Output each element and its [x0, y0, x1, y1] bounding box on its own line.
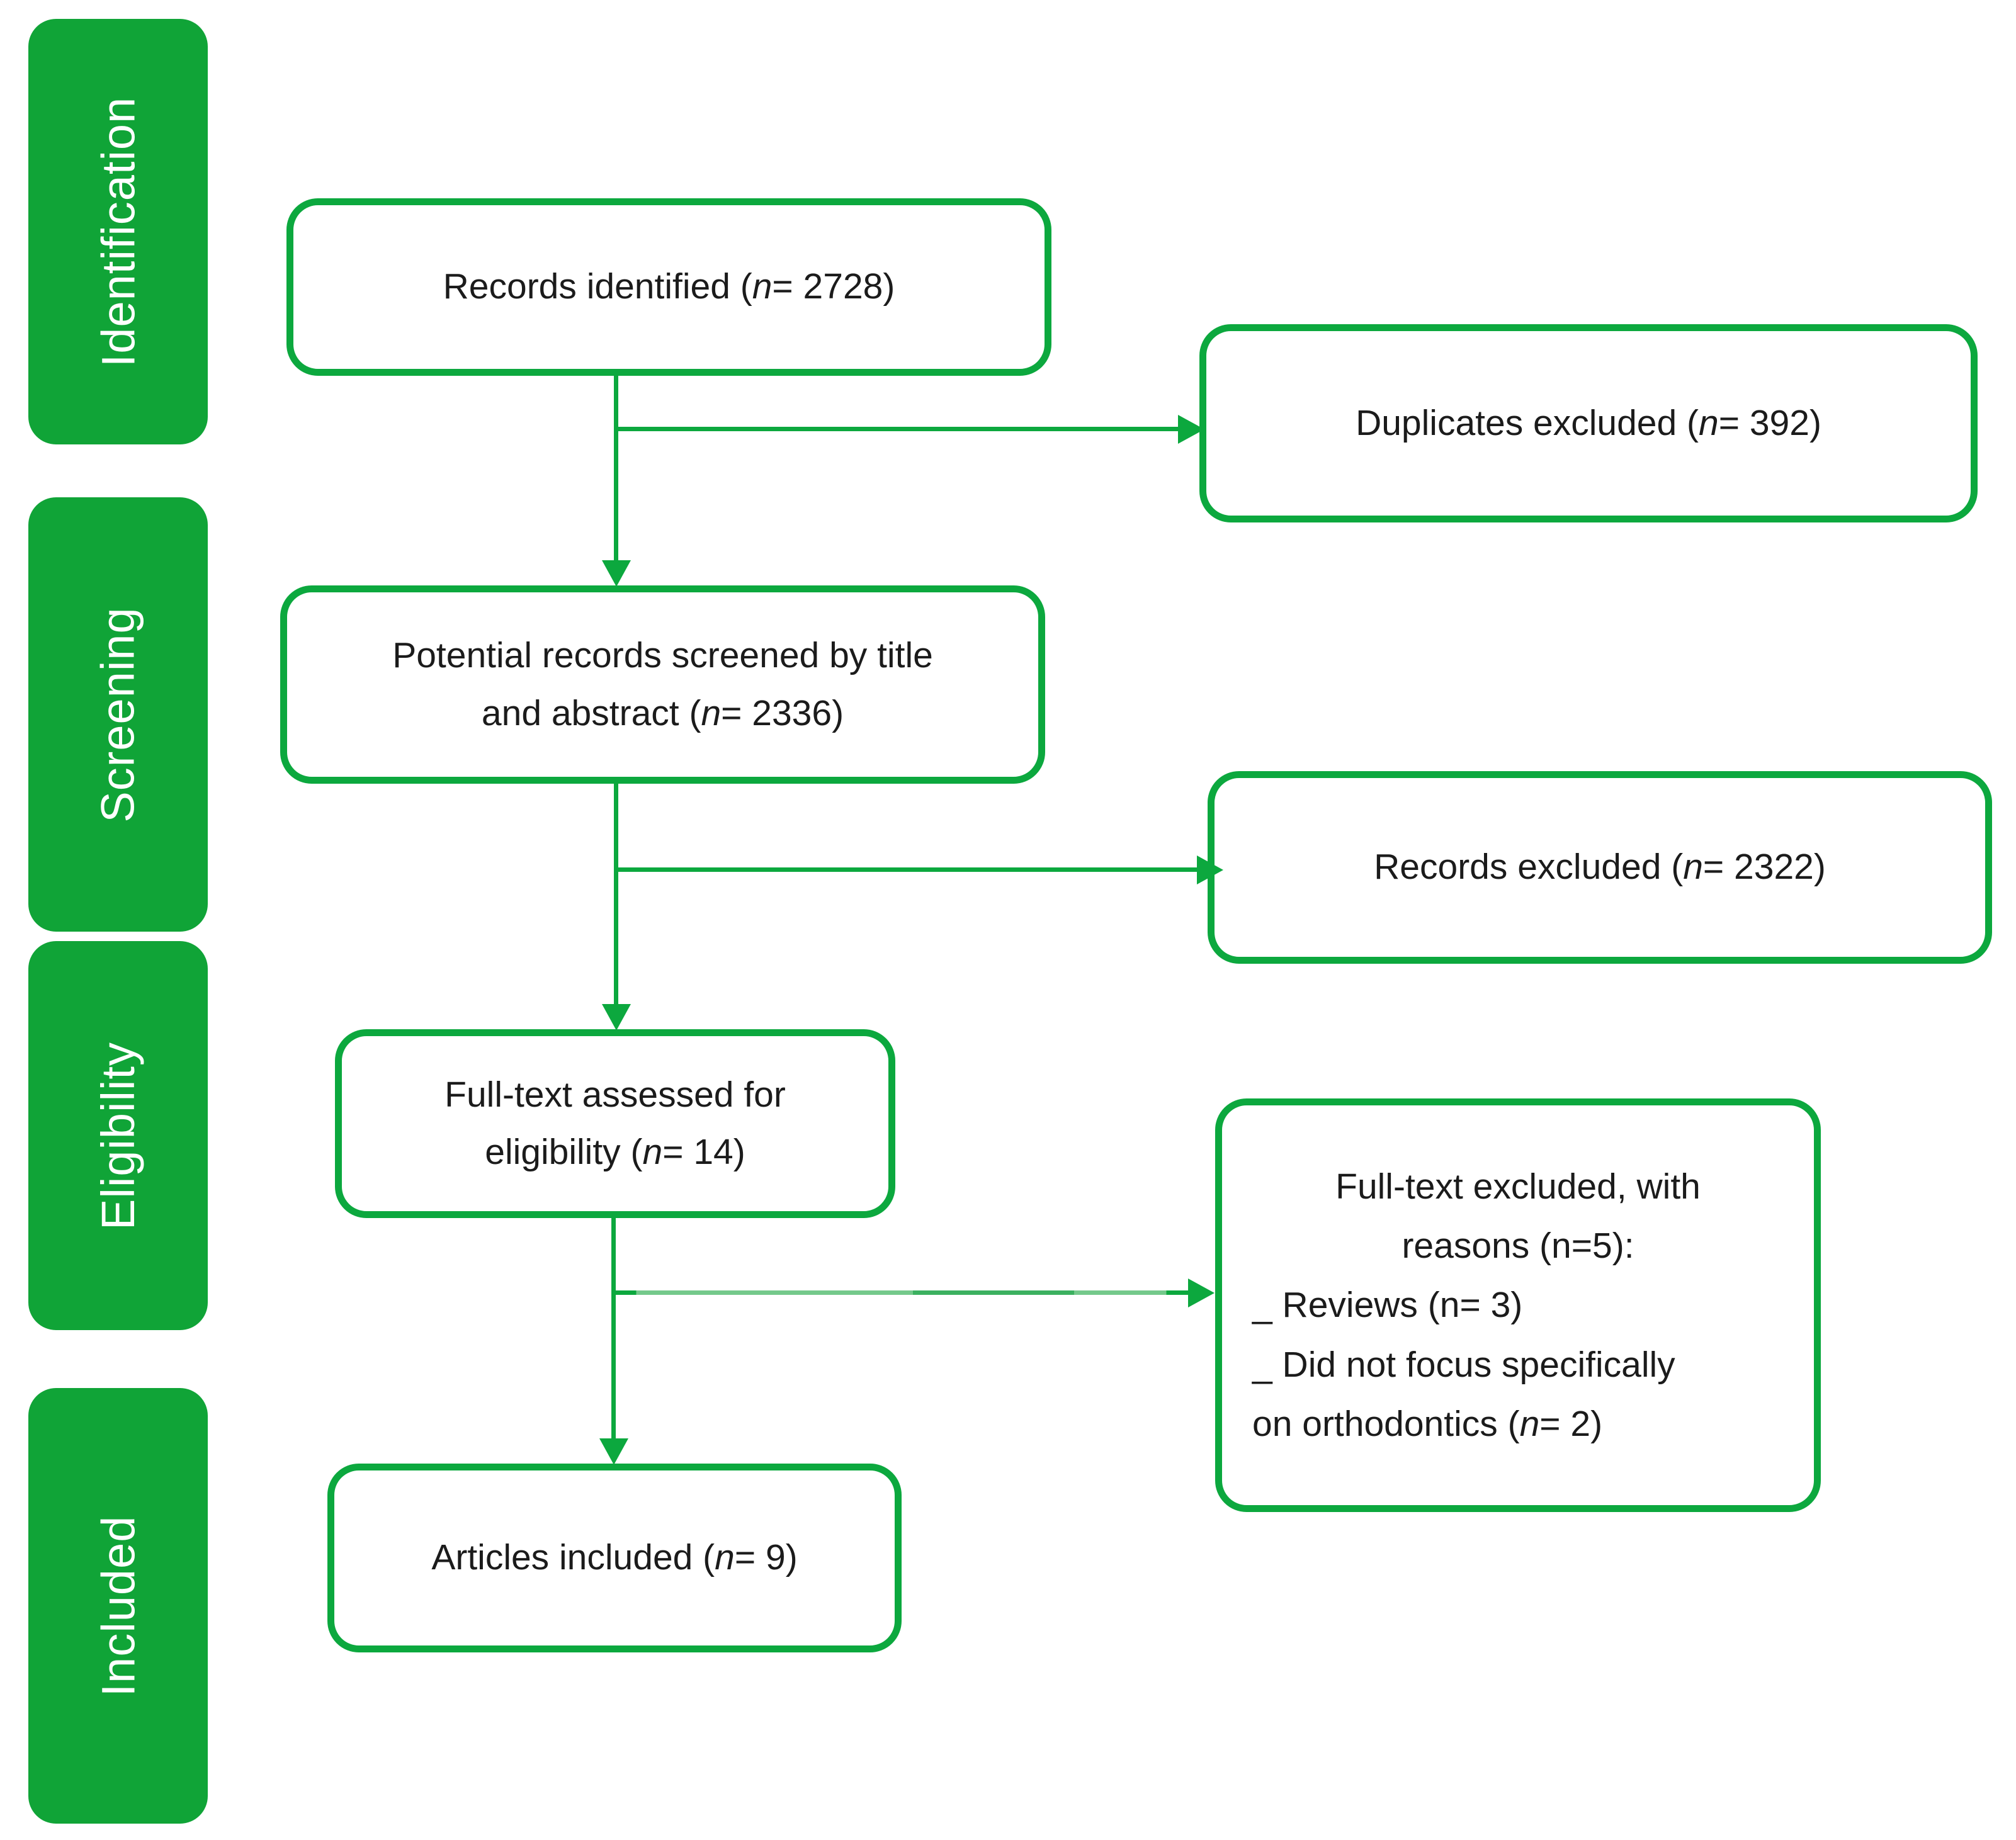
box-fulltext-excluded-line5: on orthodontics (n= 2) — [1252, 1403, 1603, 1444]
box-records-screened: Potential records screened by title and … — [280, 585, 1045, 784]
box-fulltext-excluded: Full-text excluded, with reasons (n=5): … — [1215, 1098, 1821, 1512]
stage-screening-label: Screening — [92, 606, 144, 823]
stage-included: Included — [28, 1388, 208, 1824]
box-records-screened-line1: Potential records screened by title — [392, 635, 933, 676]
arrow-down-into-articles-included — [599, 1438, 628, 1465]
stage-included-label: Included — [92, 1515, 144, 1696]
connector-to-records-excluded-line — [616, 867, 1198, 872]
box-records-excluded-text: Records excluded (n= 2322) — [1374, 847, 1826, 888]
box-records-identified-text: Records identified (n= 2728) — [443, 266, 895, 307]
arrow-right-into-records-excluded — [1197, 855, 1223, 884]
box-duplicates-excluded-text: Duplicates excluded (n= 392) — [1356, 402, 1821, 443]
arrow-down-into-records-screened — [602, 560, 631, 587]
box-fulltext-assessed-line2: eligibility (n= 14) — [485, 1132, 745, 1172]
box-fulltext-excluded-line3: _ Reviews (n= 3) — [1252, 1285, 1523, 1326]
arrow-right-into-fulltext-excluded — [1188, 1278, 1215, 1307]
arrow-right-into-duplicates-excluded — [1178, 415, 1204, 444]
box-fulltext-assessed: Full-text assessed for eligibility (n= 1… — [335, 1029, 895, 1218]
box-fulltext-excluded-line1: Full-text excluded, with — [1335, 1166, 1701, 1207]
box-records-screened-line2: and abstract (n= 2336) — [481, 692, 844, 733]
connector-to-fulltext-excluded-line — [613, 1290, 1189, 1295]
box-records-identified: Records identified (n= 2728) — [286, 198, 1051, 376]
box-duplicates-excluded: Duplicates excluded (n= 392) — [1199, 324, 1978, 522]
box-records-excluded: Records excluded (n= 2322) — [1208, 771, 1992, 964]
stage-identification-label: Identification — [92, 96, 144, 367]
box-fulltext-excluded-line4: _ Did not focus specifically — [1252, 1344, 1675, 1385]
connector-fulltext-to-included-line — [611, 1218, 616, 1438]
stage-eligibility: Eligibility — [28, 941, 208, 1330]
box-fulltext-excluded-line2: reasons (n=5): — [1402, 1226, 1634, 1267]
arrow-down-into-fulltext-assessed — [602, 1004, 631, 1030]
stage-screening: Screening — [28, 497, 208, 932]
box-articles-included: Articles included (n= 9) — [327, 1464, 902, 1652]
box-fulltext-assessed-line1: Full-text assessed for — [445, 1074, 786, 1115]
connector-to-duplicates-excluded-line — [616, 427, 1179, 431]
stage-identification: Identification — [28, 19, 208, 444]
box-articles-included-text: Articles included (n= 9) — [431, 1537, 798, 1578]
stage-eligibility-label: Eligibility — [92, 1041, 144, 1230]
connector-identified-to-screened-line — [614, 376, 618, 562]
connector-screened-to-fulltext-line — [614, 784, 618, 1005]
